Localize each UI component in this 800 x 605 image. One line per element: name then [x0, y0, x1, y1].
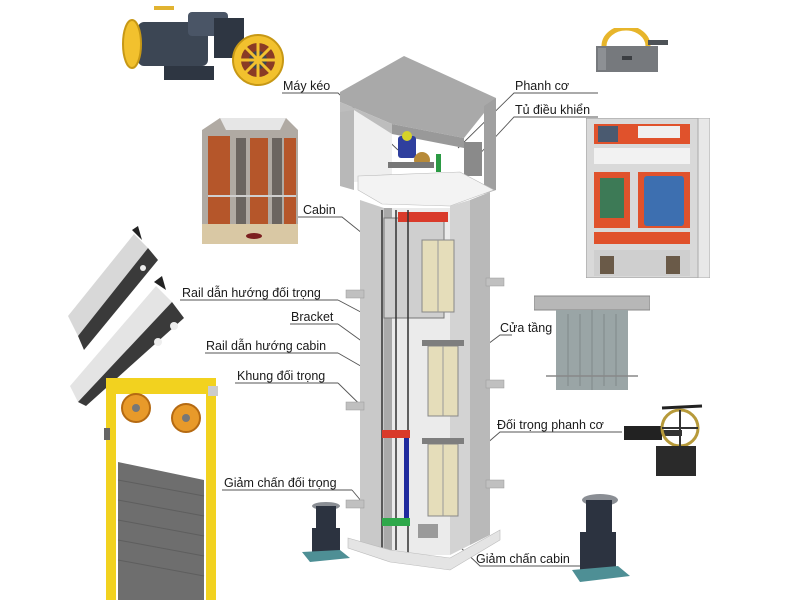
label-brake-counterweight: Đối trọng phanh cơ — [497, 418, 604, 432]
counterweight-buffer-image — [300, 500, 352, 562]
label-counterweight-buffer: Giảm chấn đối trọng — [224, 476, 337, 490]
label-mechanical-brake: Phanh cơ — [515, 79, 570, 93]
label-counterweight-guide-rail: Rail dẫn hướng đối trọng — [182, 286, 321, 300]
control-cabinet-image — [585, 117, 711, 279]
label-counterweight-frame: Khung đối trọng — [237, 369, 326, 383]
landing-door-image — [533, 290, 651, 390]
cabin-buffer-image — [572, 492, 632, 582]
counterweight-frame-image — [104, 370, 222, 600]
brake-counterweight-image — [622, 400, 712, 480]
traction-machine-image — [118, 2, 290, 86]
cabin-interior-image — [196, 116, 300, 248]
label-bracket: Bracket — [291, 310, 334, 324]
label-landing-door: Cửa tầng — [500, 321, 553, 335]
mechanical-brake-image — [590, 25, 670, 74]
label-control-cabinet: Tủ điều khiển — [515, 103, 591, 117]
label-cabin-buffer: Giảm chấn cabin — [476, 552, 570, 566]
guide-rails-image — [66, 226, 192, 406]
label-traction-machine: Máy kéo — [283, 79, 331, 93]
elevator-shaft-cutaway — [300, 50, 510, 580]
label-cabin: Cabin — [303, 203, 336, 217]
label-cabin-guide-rail: Rail dẫn hướng cabin — [206, 339, 327, 353]
